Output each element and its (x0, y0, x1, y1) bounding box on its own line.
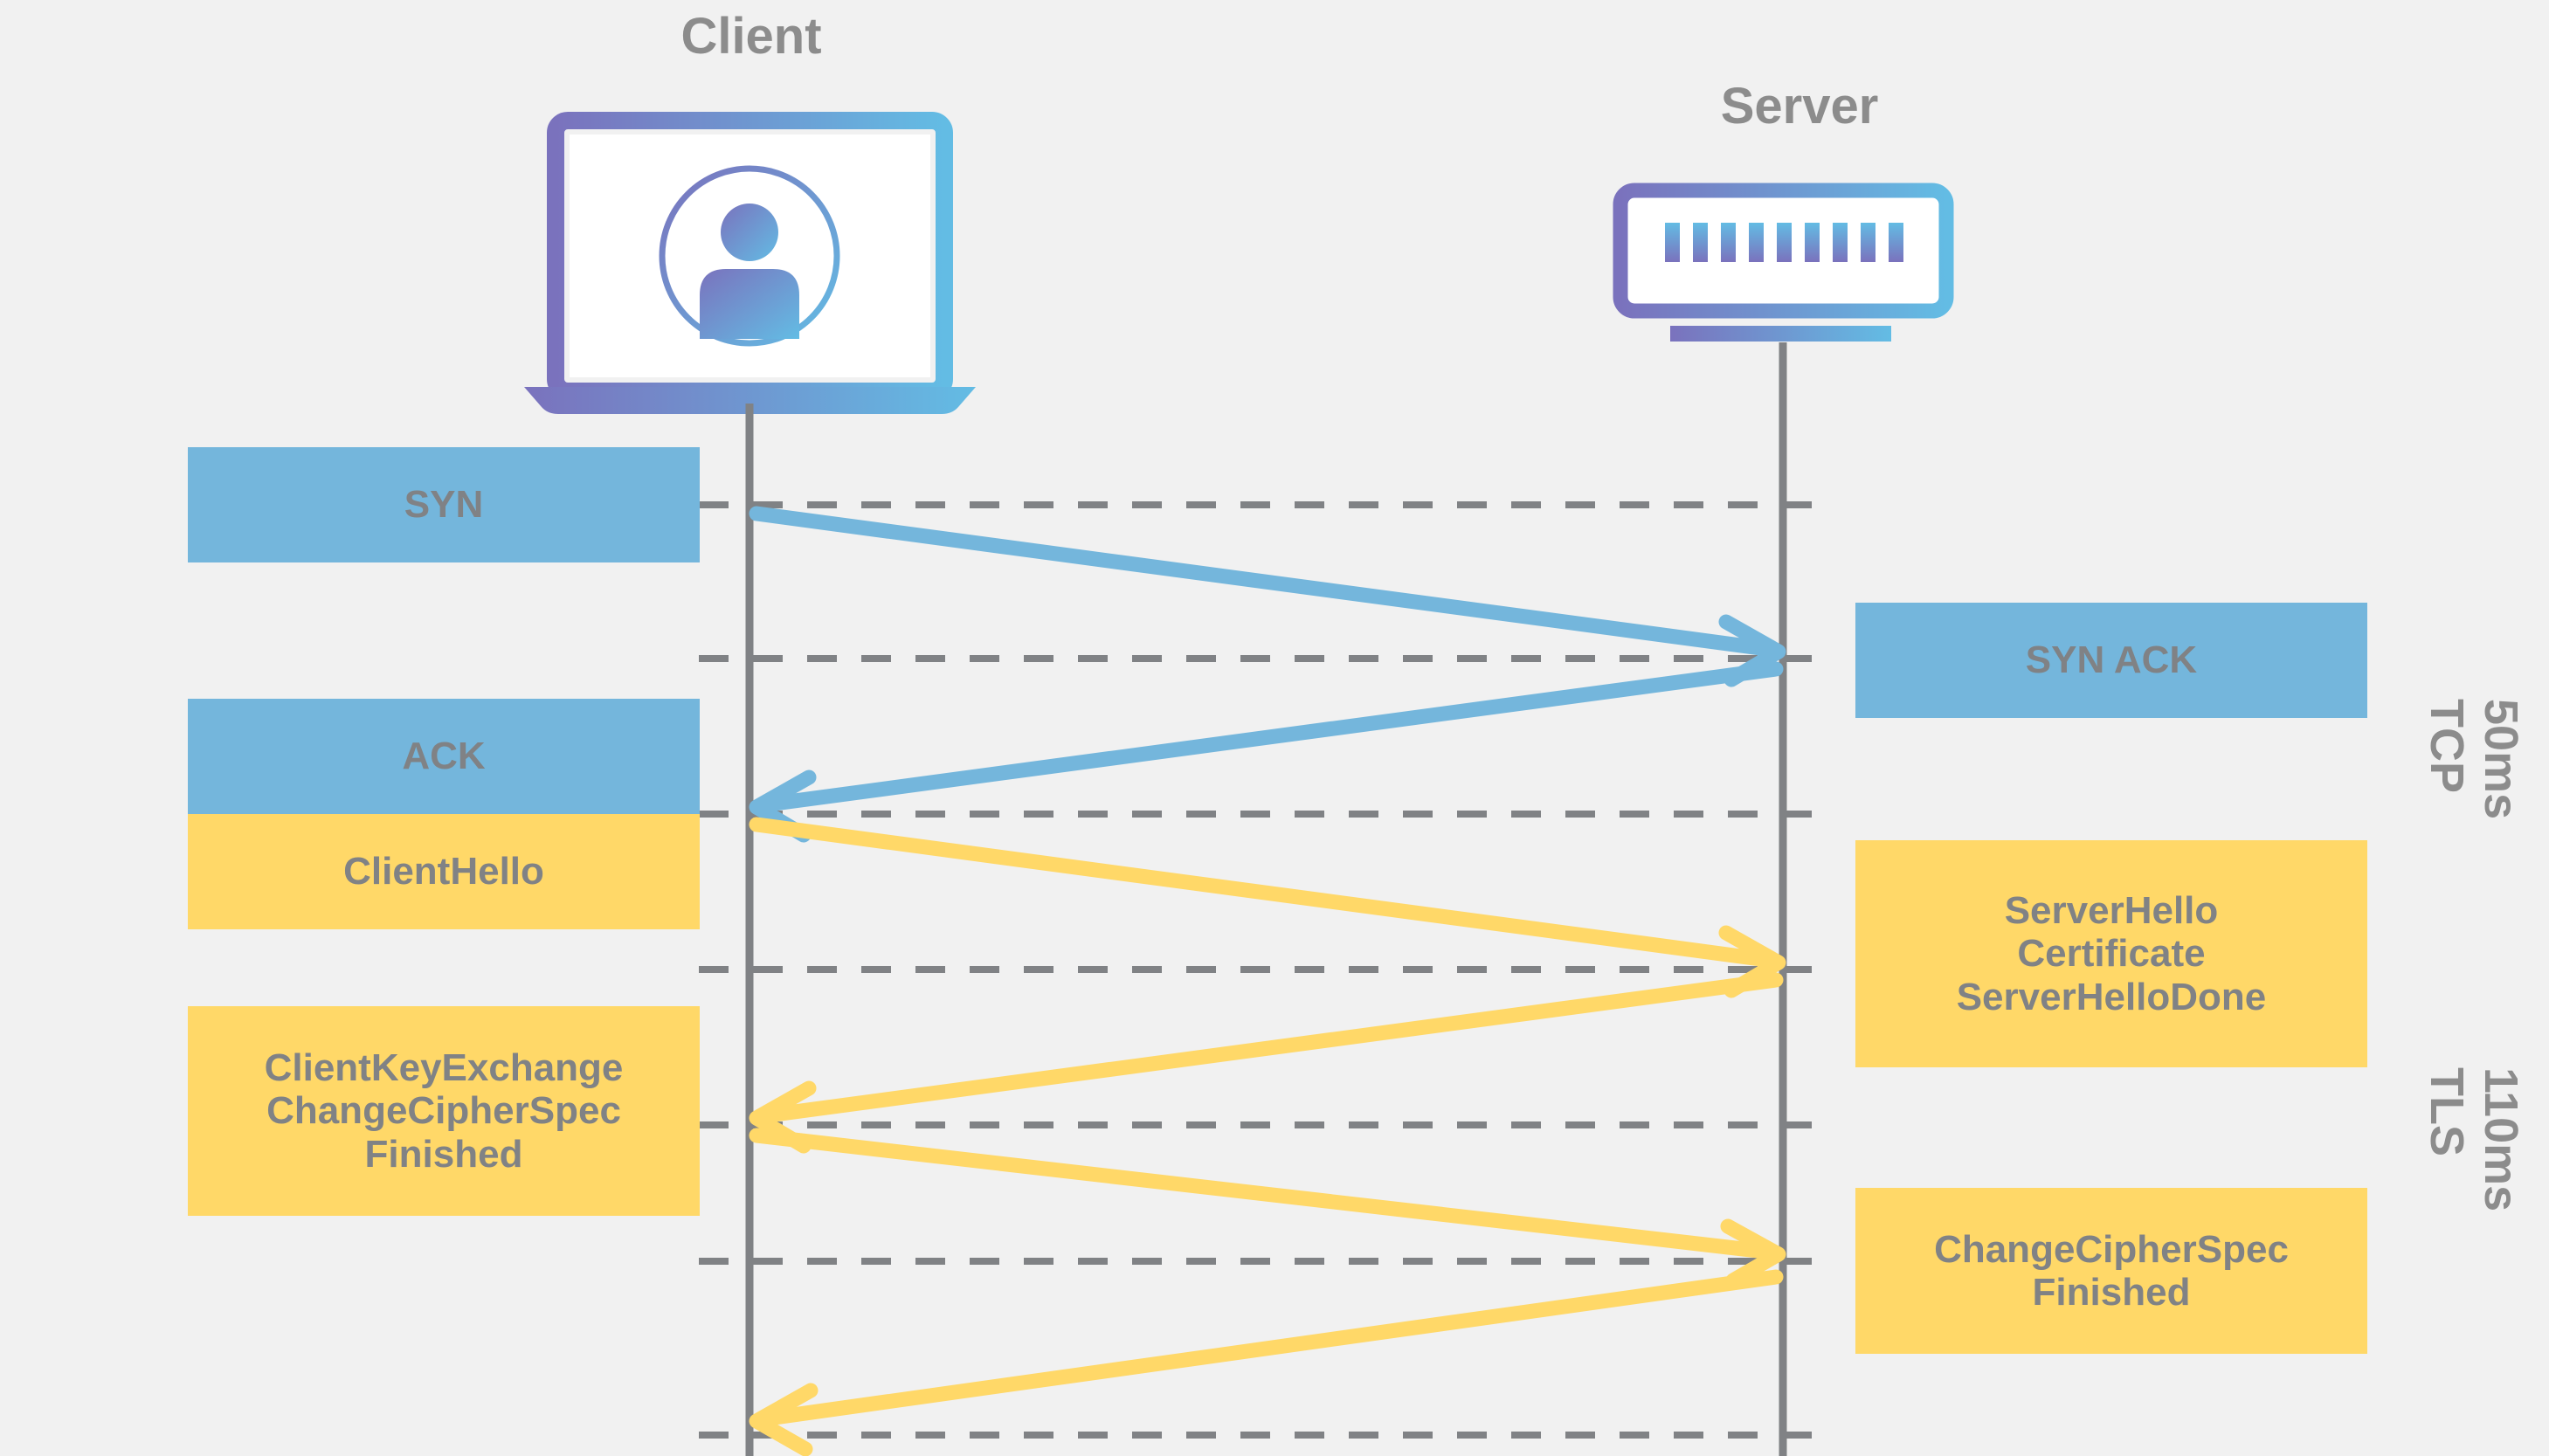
message-box-client-key-exchange[interactable]: ClientKeyExchange ChangeCipherSpec Finis… (188, 1006, 700, 1216)
phase-label-tcp: TCP (2420, 699, 2474, 793)
arrow-client-key-exchange (749, 1128, 1786, 1288)
phase-latency-tcp: 50ms (2474, 699, 2528, 819)
message-line: ClientHello (343, 850, 544, 894)
message-box-server-hello[interactable]: ServerHello Certificate ServerHelloDone (1855, 840, 2367, 1067)
message-box-syn[interactable]: SYN (188, 447, 700, 562)
phase-latency: 50ms (2475, 699, 2527, 820)
arrow-server-finished (749, 1269, 1784, 1456)
laptop-user-icon (524, 112, 976, 414)
phase-protocol: TLS (2421, 1067, 2473, 1156)
phase-protocol: TCP (2421, 699, 2473, 793)
message-line: Certificate (2017, 932, 2206, 976)
phase-latency: 110ms (2475, 1067, 2527, 1212)
message-line: Finished (2032, 1271, 2191, 1314)
message-line: ChangeCipherSpec (266, 1089, 621, 1133)
message-box-client-hello[interactable]: ClientHello (188, 814, 700, 929)
guide-lines (699, 501, 1834, 1439)
message-line: ACK (402, 735, 486, 778)
server-title: Server (1720, 78, 1879, 135)
message-line: ServerHello (2004, 889, 2219, 933)
message-line: SYN ACK (2025, 638, 2198, 682)
message-box-server-finished[interactable]: ChangeCipherSpec Finished (1855, 1188, 2367, 1354)
message-line: Finished (364, 1132, 523, 1176)
message-line: SYN (404, 483, 484, 527)
client-title: Client (680, 8, 822, 65)
message-line: ChangeCipherSpec (1934, 1227, 2289, 1271)
message-line: ClientKeyExchange (264, 1046, 624, 1090)
arrow-syn (749, 506, 1786, 687)
message-box-ack[interactable]: ACK (188, 699, 700, 814)
arrow-syn-ack (749, 661, 1784, 843)
message-box-syn-ack[interactable]: SYN ACK (1855, 603, 2367, 718)
arrow-server-hello (749, 972, 1784, 1154)
message-line: ServerHelloDone (1956, 975, 2267, 1018)
server-rack-icon (1613, 183, 1954, 342)
phase-latency-tls: 110ms (2474, 1067, 2528, 1211)
arrow-client-hello (749, 817, 1786, 998)
phase-label-tls: TLS (2420, 1067, 2474, 1156)
